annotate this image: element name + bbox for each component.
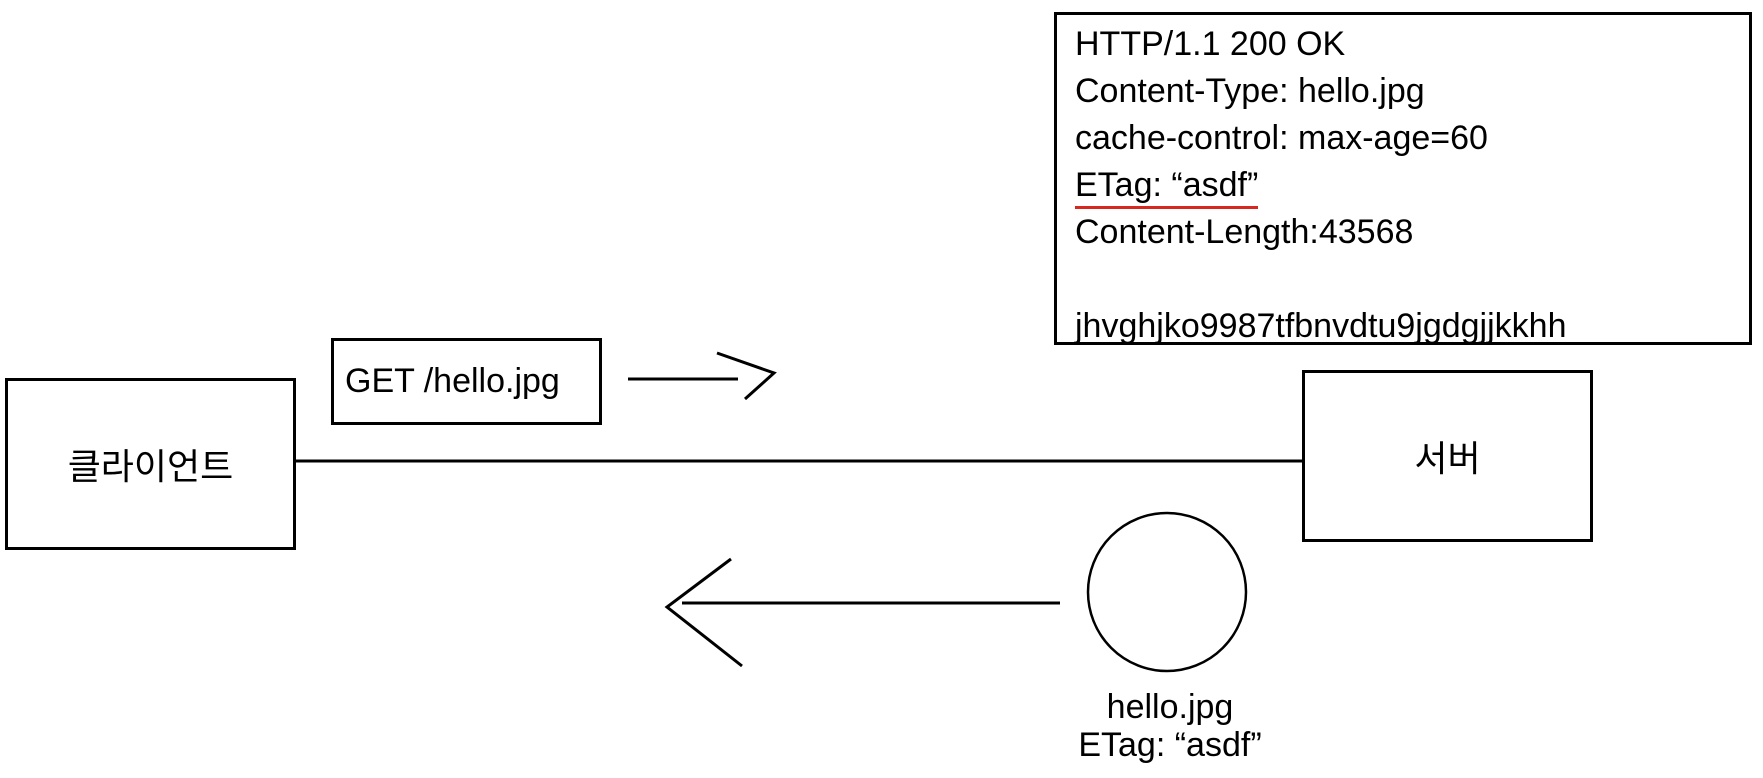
cached-object-etag: ETag: “asdf” (1078, 726, 1262, 764)
response-status-line: HTTP/1.1 200 OK (1075, 25, 1346, 63)
http-response-box: HTTP/1.1 200 OK Content-Type: hello.jpg … (1054, 12, 1752, 345)
response-body: jhvghjko9987tfbnvdtu9jgdgjjkkhh (1075, 307, 1567, 345)
response-cache-control: cache-control: max-age=60 (1075, 119, 1488, 157)
response-arrowhead-icon (664, 557, 743, 668)
response-blank-line (1075, 256, 1735, 303)
response-content-type: Content-Type: hello.jpg (1075, 72, 1425, 110)
get-request-label: GET /hello.jpg (345, 362, 560, 400)
client-box-label: 클라이언트 (67, 446, 234, 487)
cached-object-circle (1086, 511, 1248, 673)
client-box: 클라이언트 (5, 378, 296, 550)
response-etag: ETag: “asdf” (1075, 162, 1735, 209)
server-box: 서버 (1302, 370, 1593, 542)
get-request-box: GET /hello.jpg (331, 338, 602, 425)
response-content-length: Content-Length:43568 (1075, 213, 1414, 251)
cached-object-label: hello.jpg ETag: “asdf” (1000, 688, 1340, 764)
server-box-label: 서버 (1414, 438, 1481, 479)
request-arrowhead-icon (716, 351, 777, 401)
response-etag-underlined-text: ETag: “asdf” (1075, 165, 1259, 209)
cached-object-filename: hello.jpg (1106, 688, 1234, 726)
